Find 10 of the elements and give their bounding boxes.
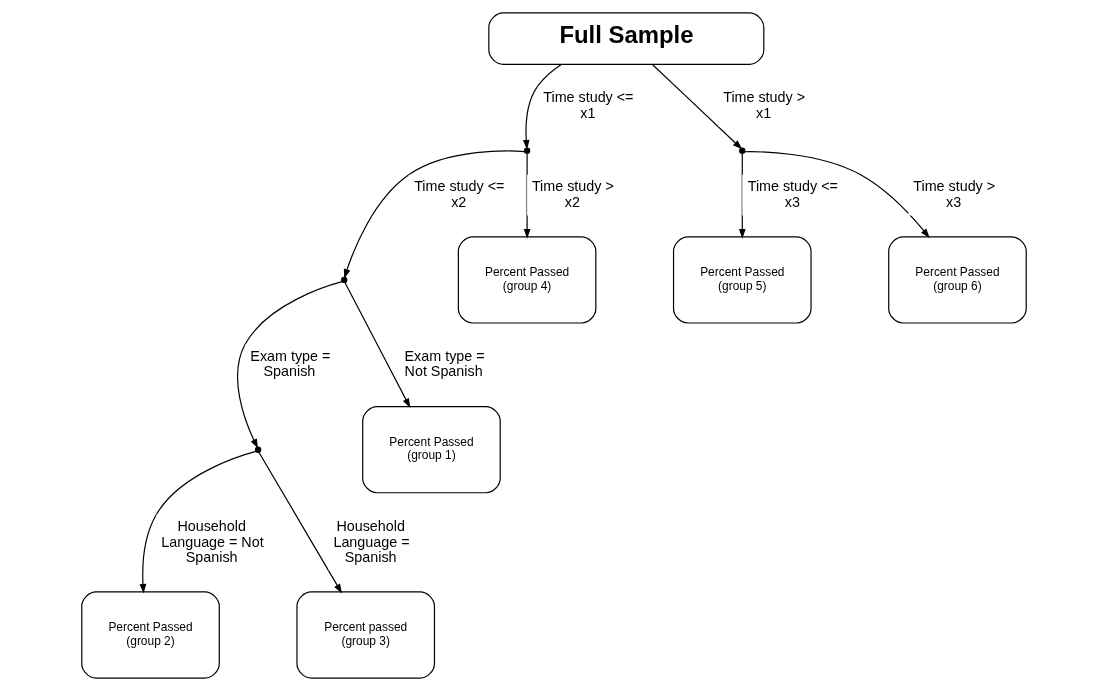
edge-label: Time study <= x1 [543,89,634,121]
edge-label: Time study <= x3 [747,178,838,210]
edge-label: Time study > x2 [531,178,614,210]
edge-label: Time study > x3 [913,178,996,210]
edge-label: Exam type = Spanish [250,347,331,380]
edge-label: Time study <= x2 [414,178,505,210]
edge-label: Household Language = Not Spanish [161,518,264,566]
edge-label: Exam type = Not Spanish [404,347,485,380]
edge-label: Household Language = Spanish [333,518,410,566]
edge-label: Time study > x1 [723,89,806,121]
